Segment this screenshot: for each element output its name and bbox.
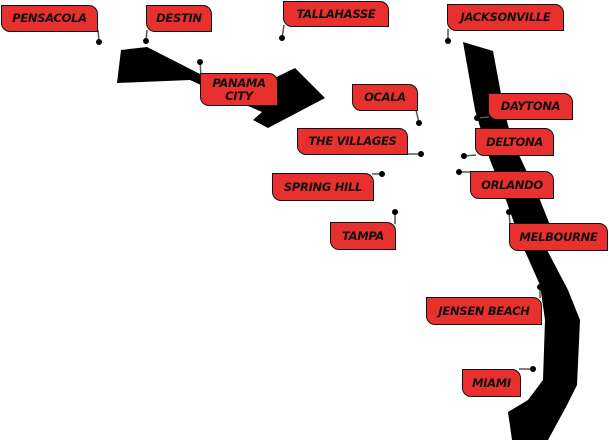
city-dot[interactable] xyxy=(537,284,543,290)
city-label-panama-city[interactable]: PANAMA CITY xyxy=(200,73,278,106)
city-dot[interactable] xyxy=(461,153,467,159)
city-dot[interactable] xyxy=(379,171,385,177)
city-label-miami[interactable]: MIAMI xyxy=(462,369,521,397)
city-dot[interactable] xyxy=(96,39,102,45)
city-label-ocala[interactable]: OCALA xyxy=(352,84,418,111)
city-dot[interactable] xyxy=(392,209,398,215)
city-label-destin[interactable]: DESTIN xyxy=(146,5,212,32)
city-label-jensen-beach[interactable]: JENSEN BEACH xyxy=(426,297,542,325)
city-label-tallahasse[interactable]: TALLAHASSE xyxy=(283,1,389,27)
city-label-daytona[interactable]: DAYTONA xyxy=(488,93,573,120)
city-label-orlando[interactable]: ORLANDO xyxy=(470,171,554,199)
city-dot[interactable] xyxy=(418,151,424,157)
city-label-deltona[interactable]: DELTONA xyxy=(475,128,554,156)
city-dot[interactable] xyxy=(530,366,536,372)
city-label-pensacola[interactable]: PENSACOLA xyxy=(1,5,98,32)
city-dot[interactable] xyxy=(474,115,480,121)
city-label-jacksonville[interactable]: JACKSONVILLE xyxy=(447,4,564,31)
city-dot[interactable] xyxy=(197,59,203,65)
city-dots xyxy=(96,35,543,372)
city-label-spring-hill[interactable]: SPRING HILL xyxy=(272,173,374,201)
city-dot[interactable] xyxy=(143,38,149,44)
city-label-melbourne[interactable]: MELBOURNE xyxy=(509,223,608,251)
city-label-tampa[interactable]: TAMPA xyxy=(330,222,396,250)
city-dot[interactable] xyxy=(506,209,512,215)
city-dot[interactable] xyxy=(279,35,285,41)
city-dot[interactable] xyxy=(416,120,422,126)
city-dot[interactable] xyxy=(456,169,462,175)
city-label-the-villages[interactable]: THE VILLAGES xyxy=(297,128,408,155)
city-dot[interactable] xyxy=(445,38,451,44)
